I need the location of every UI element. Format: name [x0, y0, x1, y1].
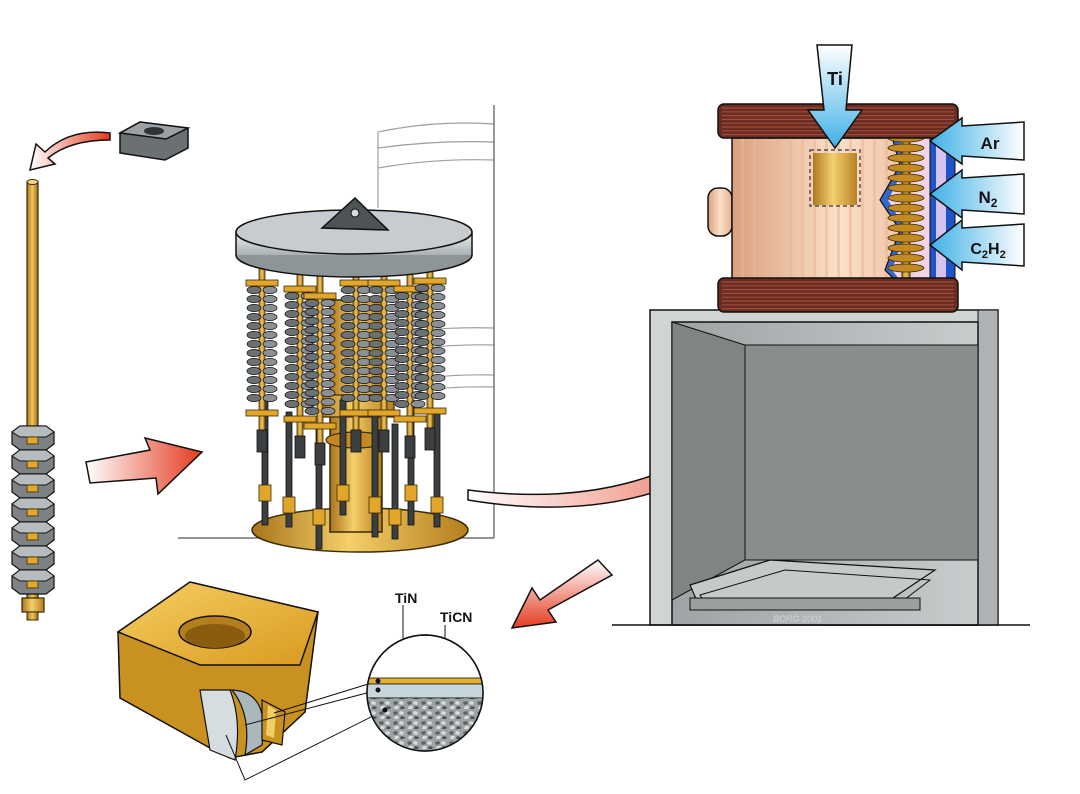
acetylene-inlet-arrow: C2H2: [928, 218, 1025, 272]
ticn-layer-label: TiCN: [440, 609, 472, 625]
loose-insert: [117, 121, 191, 161]
argon-label: Ar: [981, 134, 1000, 153]
transfer-arrow-1: [85, 436, 204, 496]
nitrogen-label: N2: [979, 188, 998, 210]
ti-source-arrow: Ti: [806, 44, 864, 150]
stacked-inserts: [11, 425, 55, 595]
fixture-carousel: [178, 105, 495, 553]
insert-loading-rod: [11, 121, 191, 621]
acetylene-label: C2H2: [970, 241, 1005, 261]
pvd-reactor: BORG 2001 Ti: [612, 44, 1030, 626]
artist-credit: BORG 2001: [773, 614, 822, 624]
coating-magnifier: [366, 634, 484, 752]
bottom-coil: [717, 277, 959, 313]
ti-label: Ti: [827, 69, 843, 89]
load-arrow: [28, 131, 111, 172]
coated-insert-detail: TiN TiCN: [116, 581, 484, 781]
transfer-arrow-3: [510, 559, 614, 629]
tin-layer-label: TiN: [395, 590, 417, 606]
furnace-cabinet: BORG 2001: [612, 309, 1030, 626]
argon-inlet-arrow: Ar: [928, 116, 1025, 166]
nitrogen-inlet-arrow: N2: [928, 168, 1025, 220]
